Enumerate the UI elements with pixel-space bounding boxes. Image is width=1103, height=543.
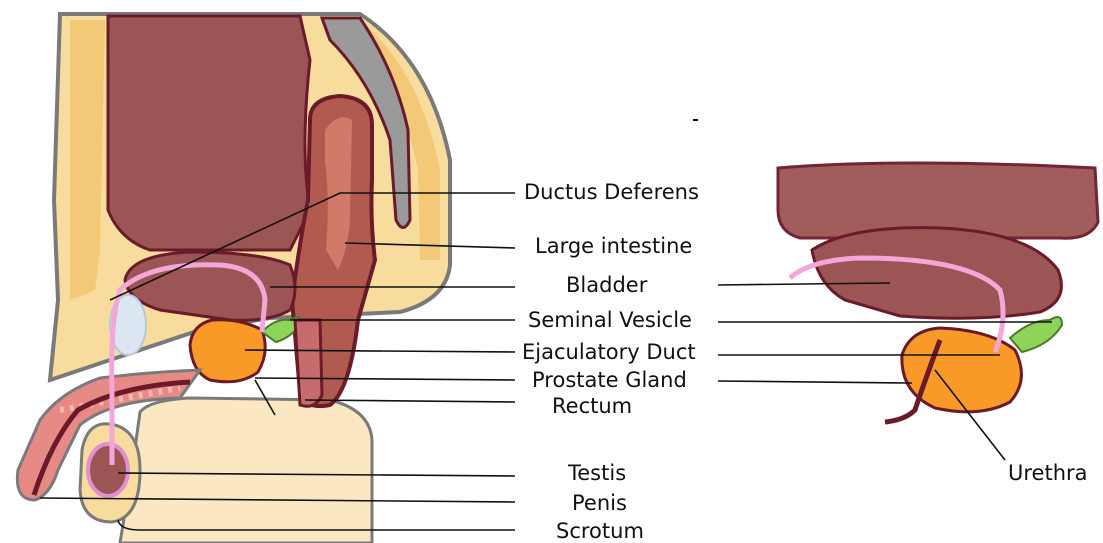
leader-closeup-prostate — [718, 381, 912, 383]
closeup-bladder — [812, 228, 1061, 319]
label-ductus-deferens: Ductus Deferens — [524, 182, 699, 203]
label-scrotum: Scrotum — [556, 521, 644, 542]
label-large-intestine: Large intestine — [535, 236, 692, 257]
label-seminal-vesicle: Seminal Vesicle — [528, 310, 692, 331]
rectum-shape — [295, 320, 322, 406]
testis-shape — [88, 444, 128, 496]
label-prostate-gland: Prostate Gland — [532, 370, 687, 391]
leader-ejaculatory-duct — [245, 350, 515, 352]
label-penis: Penis — [572, 493, 627, 514]
label-ejaculatory-duct: Ejaculatory Duct — [522, 342, 696, 363]
leader-prostate-gland — [255, 378, 515, 380]
thigh — [120, 398, 372, 543]
label-testis: Testis — [568, 463, 626, 484]
stray-mark — [693, 119, 698, 121]
label-urethra: Urethra — [1008, 463, 1088, 484]
label-rectum: Rectum — [552, 396, 632, 417]
abdominal-organ — [108, 16, 310, 250]
label-bladder: Bladder — [566, 275, 647, 296]
